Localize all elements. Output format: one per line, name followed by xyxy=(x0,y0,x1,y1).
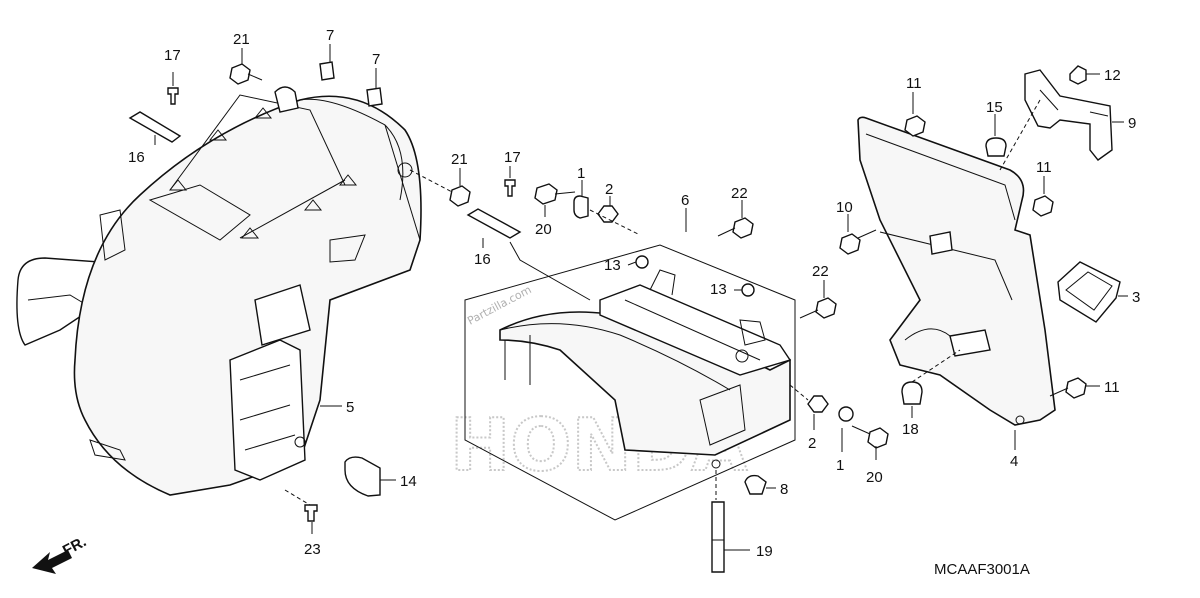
strip-part-16-left: 16 xyxy=(128,111,182,166)
bolt-part-11-b: 11 xyxy=(1032,159,1054,217)
bracket-part-9: 9 xyxy=(1024,69,1136,161)
screw-part-23: 23 xyxy=(284,489,321,558)
callout-7-a: 7 xyxy=(326,27,334,44)
bolt-part-20-lower: 20 xyxy=(851,425,889,486)
license-panel-part-4 xyxy=(857,116,1056,426)
callout-17-left: 17 xyxy=(164,47,181,64)
callout-10: 10 xyxy=(836,199,853,216)
callout-17-mid: 17 xyxy=(504,149,521,166)
callout-11-a: 11 xyxy=(906,75,922,92)
callout-21-mid: 21 xyxy=(451,151,468,168)
callout-11-b: 11 xyxy=(1036,159,1052,176)
bolt-part-21-mid: 21 xyxy=(409,151,471,207)
callout-15: 15 xyxy=(986,99,1003,116)
collar-part-1-lower: 1 xyxy=(836,406,854,474)
callout-1-upper: 1 xyxy=(577,165,585,182)
callout-9: 9 xyxy=(1128,115,1136,132)
pin-part-17-left: 17 xyxy=(164,47,181,105)
bolt-part-10: 10 xyxy=(836,199,877,255)
callout-22-b: 22 xyxy=(812,263,829,280)
callout-3: 3 xyxy=(1132,289,1140,306)
bolt-part-21-left: 21 xyxy=(229,31,263,85)
rear-fender-part-6 xyxy=(464,244,796,521)
callout-23: 23 xyxy=(304,541,321,558)
callout-6: 6 xyxy=(681,192,689,209)
bolt-part-22-b: 22 xyxy=(799,263,837,319)
grommet-part-2-lower: 2 xyxy=(807,395,829,452)
callout-12: 12 xyxy=(1104,67,1121,84)
callout-21-left: 21 xyxy=(233,31,250,48)
collar-part-1-upper: 1 xyxy=(573,165,589,219)
grommet-part-18: 18 xyxy=(901,349,961,438)
diagram-code: MCAAF3001A xyxy=(934,561,1030,578)
grommet-part-2-upper: 2 xyxy=(597,181,619,223)
callout-22-a: 22 xyxy=(731,185,748,202)
callout-4: 4 xyxy=(1010,453,1018,470)
callout-1-lower: 1 xyxy=(836,457,844,474)
inner-fender-part-5 xyxy=(16,95,422,496)
nut-part-12: 12 xyxy=(1069,65,1121,85)
callout-13-b: 13 xyxy=(710,281,727,298)
washer-part-13-b: 13 xyxy=(710,281,755,298)
callout-11-c: 11 xyxy=(1104,379,1120,396)
callout-18: 18 xyxy=(902,421,919,438)
bolt-part-20-upper: 20 xyxy=(534,183,576,238)
clip-part-7-a: 7 xyxy=(319,27,335,81)
callout-7-b: 7 xyxy=(372,51,380,68)
bracket-near-21 xyxy=(274,86,299,113)
tube-part-19: 19 xyxy=(711,470,773,573)
dash-link-lower xyxy=(789,384,809,401)
washer-part-13-a: 13 xyxy=(604,255,649,274)
bolt-part-22-a: 22 xyxy=(717,185,754,239)
dash-link-upper xyxy=(589,209,641,236)
strip-part-16-mid: 16 xyxy=(466,208,591,301)
callout-19: 19 xyxy=(756,543,773,560)
clamp-part-14: 14 xyxy=(344,456,417,497)
reflector-part-3: 3 xyxy=(1057,261,1140,323)
bolt-part-11-c: 11 xyxy=(1049,377,1120,399)
callout-16-mid: 16 xyxy=(474,251,491,268)
nut-part-8: 8 xyxy=(744,474,788,498)
pin-part-17-mid: 17 xyxy=(504,149,521,197)
callout-16-left: 16 xyxy=(128,149,145,166)
callout-20-lower: 20 xyxy=(866,469,883,486)
callout-5: 5 xyxy=(346,399,354,416)
callout-2-upper: 2 xyxy=(605,181,613,198)
callout-2-lower: 2 xyxy=(808,435,816,452)
grommet-part-15: 15 xyxy=(985,99,1007,157)
callout-8: 8 xyxy=(780,481,788,498)
callout-20-upper: 20 xyxy=(535,221,552,238)
clip-part-7-b: 7 xyxy=(366,51,383,107)
callout-13-a: 13 xyxy=(604,257,621,274)
front-direction-indicator: FR. xyxy=(32,533,89,574)
front-arrow-icon xyxy=(32,550,72,574)
callout-14: 14 xyxy=(400,473,417,490)
bolt-part-11-a: 11 xyxy=(904,75,926,137)
